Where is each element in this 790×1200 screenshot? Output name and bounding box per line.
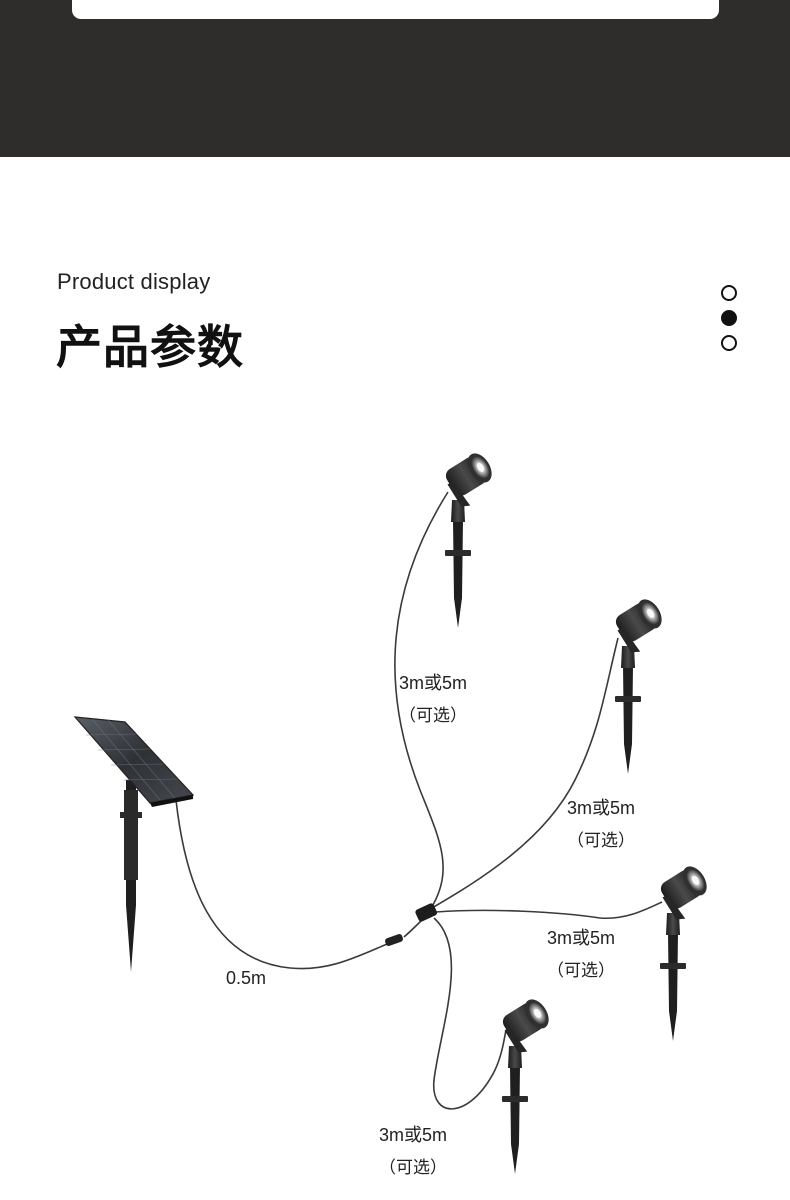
section-subtitle: Product display: [57, 269, 211, 294]
pager-dot-2-active[interactable]: [721, 310, 737, 326]
pager-dot-1[interactable]: [721, 285, 737, 301]
top-dark-banner: [0, 0, 790, 157]
cable-label-4-note: （可选）: [379, 1158, 447, 1177]
pager-dot-3[interactable]: [721, 335, 737, 351]
section-title: 产品参数: [56, 320, 244, 374]
cable-to-light-4: [433, 917, 507, 1110]
cable-splitter: [415, 903, 438, 922]
cable-label-4: 3m或5m （可选）: [379, 1124, 447, 1179]
cable-label-1-length: 3m或5m: [399, 673, 468, 693]
cable-label-2: 3m或5m （可选）: [567, 797, 635, 852]
spotlight-4: [497, 995, 560, 1174]
cable-label-1-note: （可选）: [399, 706, 467, 725]
cable-label-3-length: 3m或5m: [547, 928, 616, 948]
panel-cable: [175, 799, 393, 970]
cable-label-2-length: 3m或5m: [567, 798, 636, 818]
cable-label-3: 3m或5m （可选）: [547, 927, 615, 982]
cable-connector-small: [385, 934, 403, 946]
banner-white-card: [72, 0, 719, 19]
cable-label-1: 3m或5m （可选）: [399, 672, 467, 727]
cable-label-2-note: （可选）: [567, 831, 635, 850]
cable-to-light-1: [394, 491, 449, 911]
cable-group: [175, 491, 663, 1110]
spotlight-1: [440, 449, 503, 628]
cable-label-3-note: （可选）: [547, 961, 615, 980]
solar-panel: [73, 716, 195, 972]
cable-to-light-3: [435, 901, 663, 920]
spotlight-2: [610, 595, 673, 774]
cable-label-4-length: 3m或5m: [379, 1125, 448, 1145]
spotlight-3: [655, 862, 718, 1041]
cable-to-light-2: [431, 637, 619, 909]
panel-cable-length-label: 0.5m: [226, 968, 267, 988]
